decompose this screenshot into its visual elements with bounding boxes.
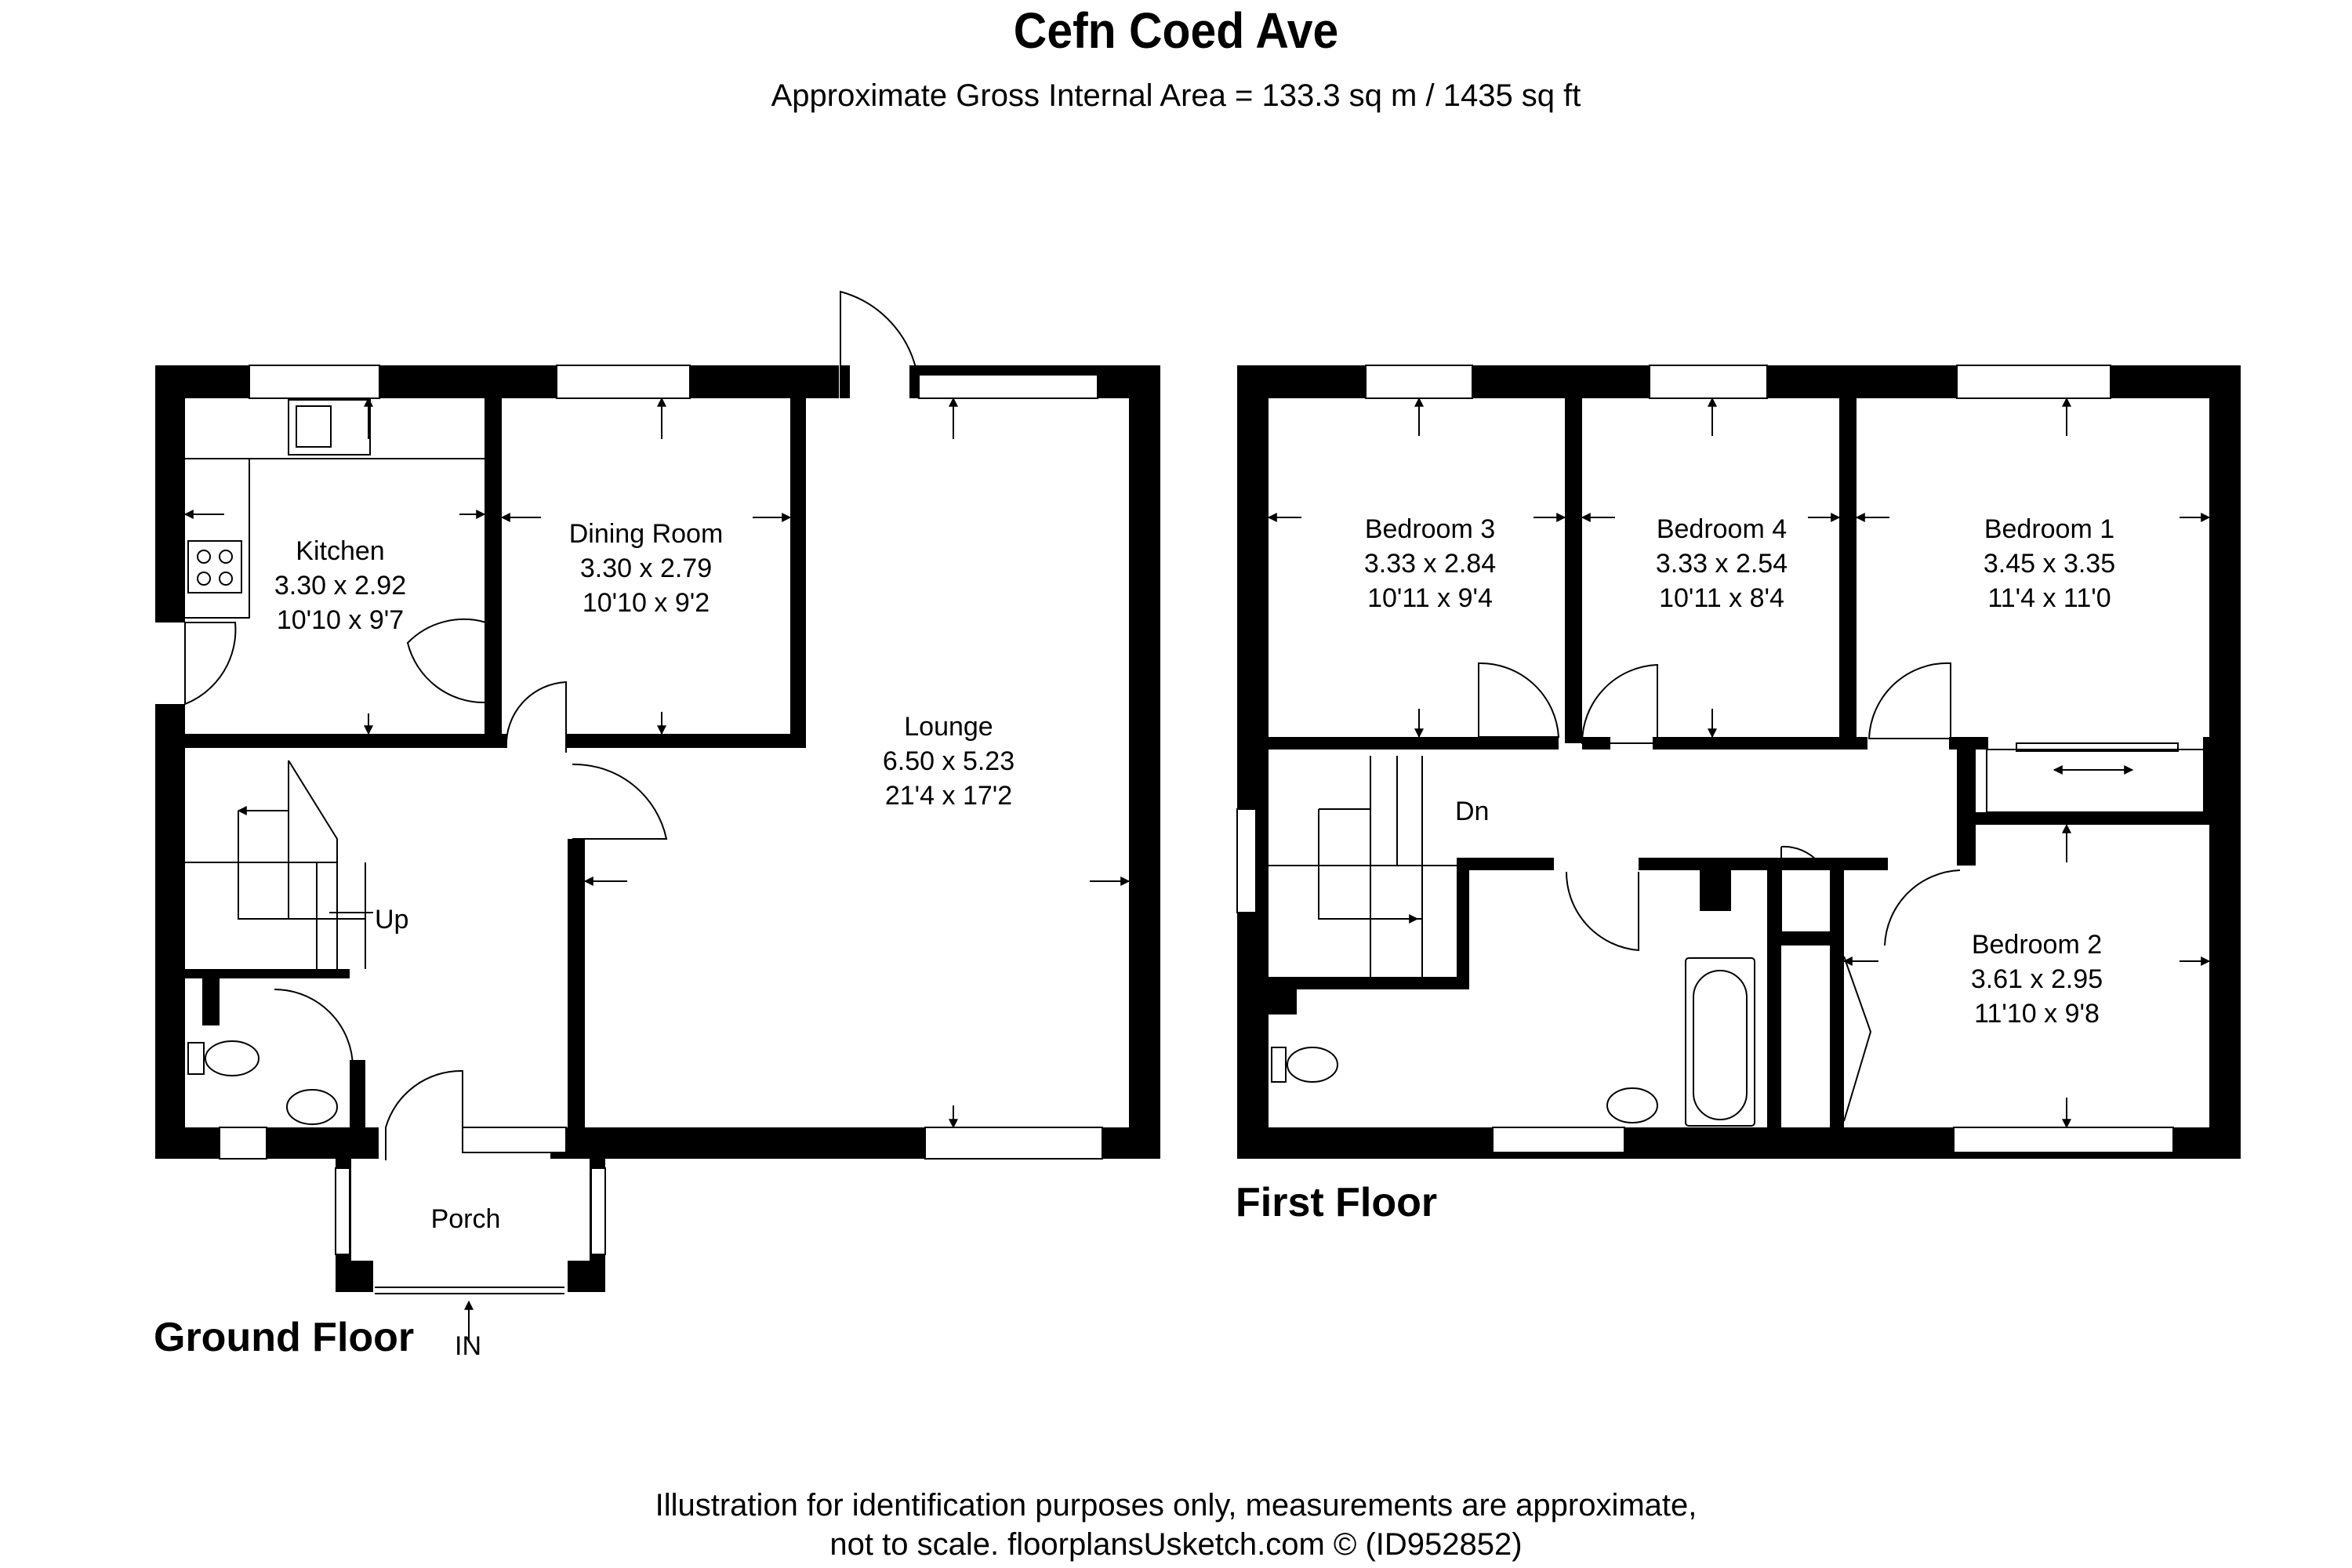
dining-name: Dining Room <box>569 519 724 549</box>
ground-stairs-label: Up IN <box>375 905 481 1361</box>
stairs-down-text: Dn <box>1455 797 1489 826</box>
bedroom4-name: Bedroom 4 <box>1657 514 1787 544</box>
porch-name: Porch <box>431 1204 501 1234</box>
bedroom2-imperial: 11'10 x 9'8 <box>1974 999 2100 1029</box>
kitchen-imperial: 10'10 x 9'7 <box>277 605 404 635</box>
bedroom1-imperial: 11'4 x 11'0 <box>1987 583 2111 613</box>
bedroom1-name: Bedroom 1 <box>1984 514 2114 544</box>
entrance-in-text: IN <box>455 1331 481 1361</box>
bedroom1-label: Bedroom 1 3.45 x 3.35 11'4 x 11'0 <box>1984 514 2115 613</box>
lounge-label: Lounge 6.50 x 5.23 21'4 x 17'2 <box>883 712 1014 811</box>
bedroom4-label: Bedroom 4 3.33 x 2.54 10'11 x 8'4 <box>1656 514 1788 613</box>
first-stairs-label: Dn <box>1455 797 1489 826</box>
bedroom3-label: Bedroom 3 3.33 x 2.84 10'11 x 9'4 <box>1364 514 1496 613</box>
bedroom1-metric: 3.45 x 3.35 <box>1984 549 2115 579</box>
lounge-name: Lounge <box>904 712 993 742</box>
bedroom2-name: Bedroom 2 <box>1972 930 2102 960</box>
footer-credit: not to scale. floorplansUsketch.com © (I… <box>829 1527 1523 1562</box>
lounge-metric: 6.50 x 5.23 <box>883 746 1014 776</box>
bedroom2-label: Bedroom 2 3.61 x 2.95 11'10 x 9'8 <box>1971 930 2103 1029</box>
plan-subtitle: Approximate Gross Internal Area = 133.3 … <box>771 78 1581 113</box>
dining-metric: 3.30 x 2.79 <box>580 554 712 583</box>
kitchen-metric: 3.30 x 2.92 <box>274 571 406 601</box>
stairs-up-text: Up <box>375 905 408 935</box>
ground-floor-label: Ground Floor <box>154 1315 415 1360</box>
bedroom2-metric: 3.61 x 2.95 <box>1971 964 2103 994</box>
dining-room-label: Dining Room 3.30 x 2.79 10'10 x 9'2 <box>569 519 724 618</box>
first-floor-label: First Floor <box>1236 1180 1438 1225</box>
kitchen-label: Kitchen 3.30 x 2.92 10'10 x 9'7 <box>274 536 406 635</box>
bedroom4-metric: 3.33 x 2.54 <box>1656 549 1788 579</box>
bedroom3-metric: 3.33 x 2.84 <box>1364 549 1496 579</box>
plan-title: Cefn Coed Ave <box>1013 2 1339 59</box>
bedroom3-name: Bedroom 3 <box>1365 514 1495 544</box>
kitchen-name: Kitchen <box>296 536 384 566</box>
bedroom3-imperial: 10'11 x 9'4 <box>1367 583 1493 613</box>
bedroom4-imperial: 10'11 x 8'4 <box>1659 583 1784 613</box>
ground-floor-plan <box>155 290 1160 1342</box>
lounge-imperial: 21'4 x 17'2 <box>885 781 1012 811</box>
first-floor-plan <box>1236 365 2241 1159</box>
footer-disclaimer: Illustration for identification purposes… <box>655 1488 1697 1523</box>
dining-imperial: 10'10 x 9'2 <box>583 588 710 618</box>
porch-label: Porch <box>431 1204 501 1234</box>
